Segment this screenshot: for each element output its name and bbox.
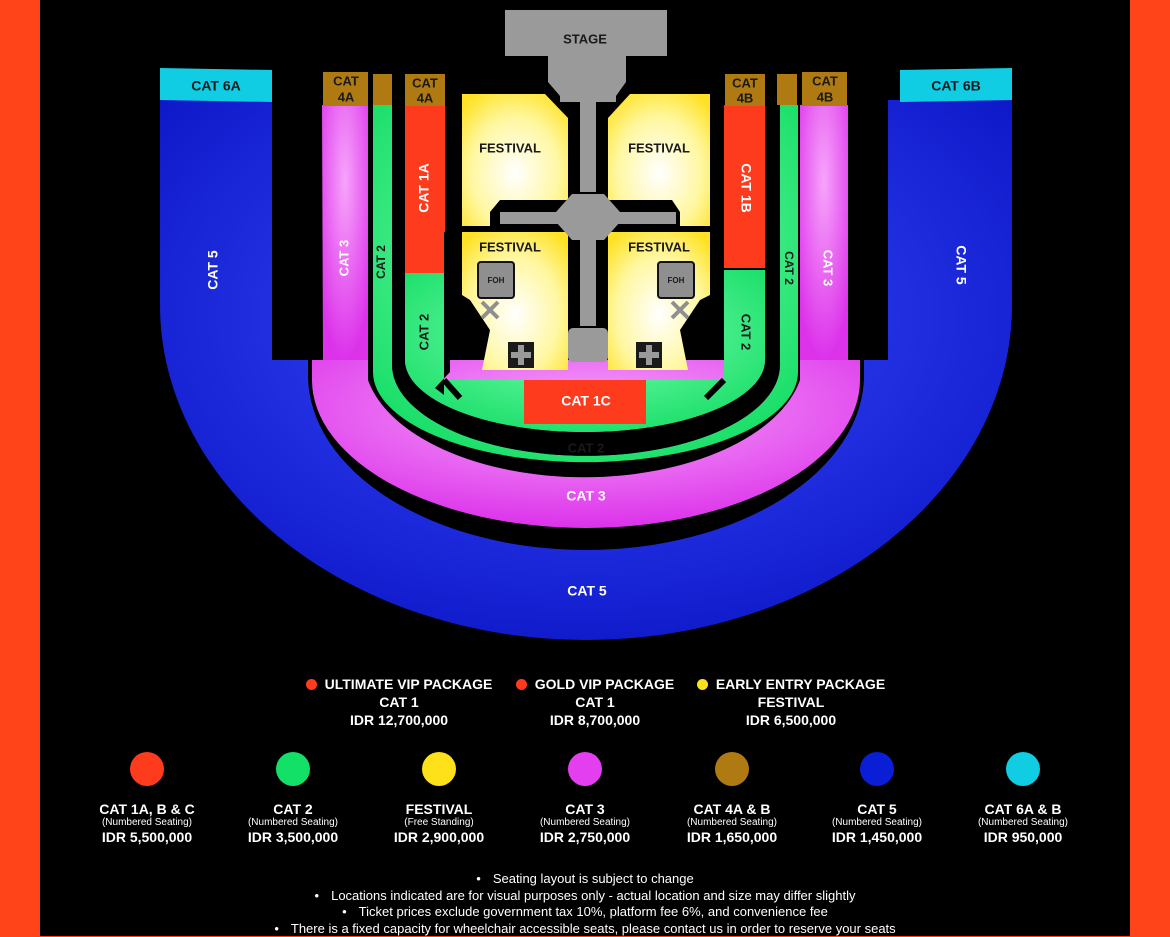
cat5-bottom-label: CAT 5	[567, 583, 607, 599]
section-festival-tr[interactable]	[608, 94, 710, 226]
svg-text:4A: 4A	[417, 90, 434, 105]
legend-swatch	[568, 752, 602, 786]
svg-text:4B: 4B	[817, 89, 834, 104]
cat5-left-label: CAT 5	[205, 250, 221, 290]
cat1a-label: CAT 1A	[416, 163, 432, 213]
legend-name: CAT 1A, B & C	[72, 802, 222, 817]
legend-type: (Numbered Seating)	[802, 817, 952, 829]
legend-price: IDR 3,500,000	[218, 829, 368, 846]
section-cat3[interactable]	[322, 105, 368, 360]
venue-seating-map: STAGE CAT 6A CAT 6B CAT 4A CAT 4A CAT 4B…	[40, 0, 1130, 660]
cat6b-label: CAT 6B	[931, 78, 981, 94]
legend-price: IDR 2,750,000	[510, 829, 660, 846]
legend-name: CAT 6A & B	[948, 802, 1098, 817]
legend-swatch	[276, 752, 310, 786]
legend-type: (Numbered Seating)	[657, 817, 807, 829]
cat2-bottom-label: CAT 2	[568, 440, 605, 455]
legend-type: (Numbered Seating)	[72, 817, 222, 829]
cat1b-label: CAT 1B	[738, 163, 754, 213]
package-early-entry: EARLY ENTRY PACKAGE FESTIVAL IDR 6,500,0…	[685, 675, 897, 729]
package-gold-vip: GOLD VIP PACKAGE CAT 1 IDR 8,700,000	[499, 675, 691, 729]
legend-name: CAT 5	[802, 802, 952, 817]
cat3-right-label: CAT 3	[821, 250, 836, 287]
stage-label: STAGE	[563, 31, 607, 46]
note-item: Seating layout is subject to change	[40, 871, 1130, 888]
note-item: There is a fixed capacity for wheelchair…	[40, 921, 1130, 937]
section-festival-tl[interactable]	[462, 94, 568, 226]
festival-bl-label: FESTIVAL	[479, 239, 541, 254]
legend-swatch	[130, 752, 164, 786]
legend-name: CAT 2	[218, 802, 368, 817]
legend-type: (Free Standing)	[364, 817, 514, 829]
package-section: CAT 1	[499, 693, 691, 711]
legend-price: IDR 950,000	[948, 829, 1098, 846]
package-price: IDR 8,700,000	[499, 711, 691, 729]
cat5-right-label: CAT 5	[953, 245, 969, 285]
legend-swatch	[1006, 752, 1040, 786]
legend-name: CAT 3	[510, 802, 660, 817]
festival-tr-label: FESTIVAL	[628, 140, 690, 155]
note-item: Ticket prices exclude government tax 10%…	[40, 904, 1130, 921]
package-dot	[697, 679, 708, 690]
legend-swatch	[715, 752, 749, 786]
cat2-inner-right-label: CAT 2	[739, 314, 754, 351]
legend-cat6: CAT 6A & B (Numbered Seating) IDR 950,00…	[948, 752, 1098, 846]
legend-swatch	[422, 752, 456, 786]
svg-text:CAT: CAT	[812, 73, 838, 88]
legend-price: IDR 1,650,000	[657, 829, 807, 846]
cat3-left-label: CAT 3	[336, 240, 351, 277]
legend-price: IDR 2,900,000	[364, 829, 514, 846]
cat2-right-label: CAT 2	[782, 251, 796, 285]
festival-tl-label: FESTIVAL	[479, 140, 541, 155]
note-item: Locations indicated are for visual purpo…	[40, 888, 1130, 905]
foh-right-label: FOH	[668, 276, 685, 285]
package-price: IDR 6,500,000	[685, 711, 897, 729]
package-name: ULTIMATE VIP PACKAGE	[325, 675, 493, 693]
package-ultimate-vip: ULTIMATE VIP PACKAGE CAT 1 IDR 12,700,00…	[284, 675, 514, 729]
cat1c-label: CAT 1C	[561, 393, 611, 409]
package-dot	[306, 679, 317, 690]
legend-cat3: CAT 3 (Numbered Seating) IDR 2,750,000	[510, 752, 660, 846]
legend-cat1: CAT 1A, B & C (Numbered Seating) IDR 5,5…	[72, 752, 222, 846]
festival-br-label: FESTIVAL	[628, 239, 690, 254]
notes-list: Seating layout is subject to change Loca…	[40, 871, 1130, 937]
legend-cat2: CAT 2 (Numbered Seating) IDR 3,500,000	[218, 752, 368, 846]
legend-festival: FESTIVAL (Free Standing) IDR 2,900,000	[364, 752, 514, 846]
venue-panel: STAGE CAT 6A CAT 6B CAT 4A CAT 4A CAT 4B…	[40, 0, 1130, 936]
package-name: GOLD VIP PACKAGE	[535, 675, 675, 693]
legend-name: FESTIVAL	[364, 802, 514, 817]
foh-left-label: FOH	[488, 276, 505, 285]
legend-swatch	[860, 752, 894, 786]
svg-text:CAT: CAT	[732, 75, 758, 90]
package-dot	[516, 679, 527, 690]
legend-cat5: CAT 5 (Numbered Seating) IDR 1,450,000	[802, 752, 952, 846]
legend-price: IDR 1,450,000	[802, 829, 952, 846]
package-name: EARLY ENTRY PACKAGE	[716, 675, 885, 693]
package-section: CAT 1	[284, 693, 514, 711]
legend-cat4: CAT 4A & B (Numbered Seating) IDR 1,650,…	[657, 752, 807, 846]
cat2-left-label: CAT 2	[374, 245, 388, 279]
svg-text:CAT: CAT	[333, 73, 359, 88]
legend-type: (Numbered Seating)	[948, 817, 1098, 829]
cat6a-label: CAT 6A	[191, 78, 241, 94]
legend-type: (Numbered Seating)	[510, 817, 660, 829]
package-price: IDR 12,700,000	[284, 711, 514, 729]
legend-type: (Numbered Seating)	[218, 817, 368, 829]
legend-price: IDR 5,500,000	[72, 829, 222, 846]
cat2-inner-left-label: CAT 2	[416, 314, 431, 351]
svg-text:4B: 4B	[737, 90, 754, 105]
svg-text:4A: 4A	[338, 89, 355, 104]
cat3-bottom-label: CAT 3	[566, 488, 606, 504]
legend-name: CAT 4A & B	[657, 802, 807, 817]
svg-text:CAT: CAT	[412, 75, 438, 90]
package-section: FESTIVAL	[685, 693, 897, 711]
